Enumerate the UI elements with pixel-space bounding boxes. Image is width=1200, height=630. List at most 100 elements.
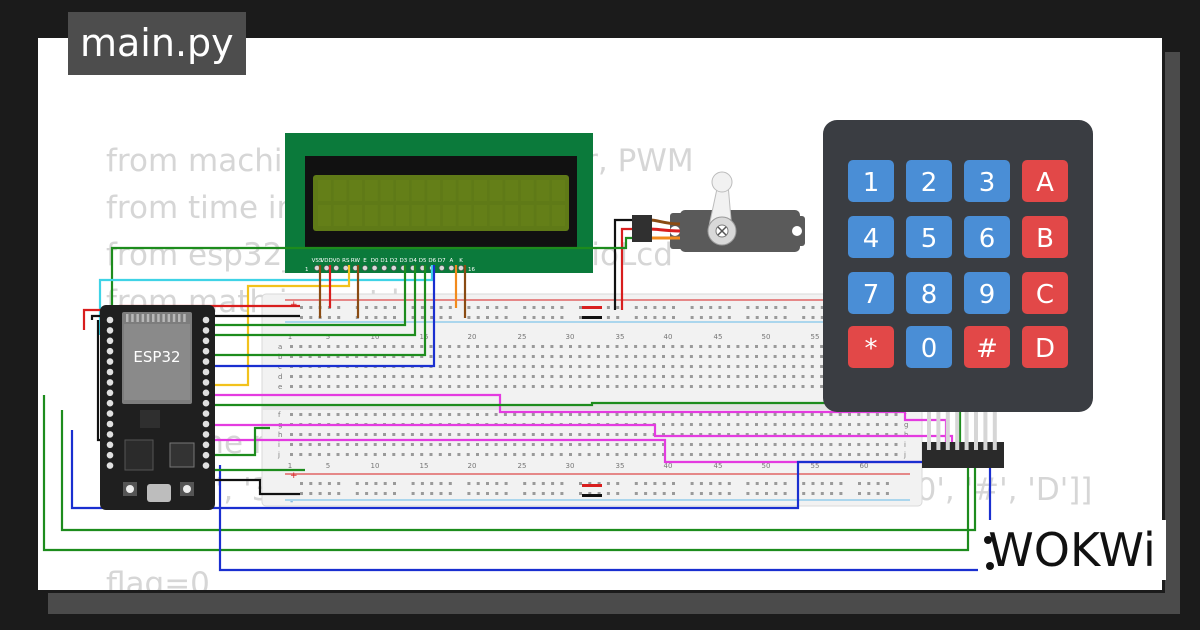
breadboard-column-number: 30 [566, 333, 575, 341]
lcd-pin-number: 16 [468, 267, 475, 273]
breadboard-column-number: 1 [288, 462, 292, 470]
keypad-key-1[interactable]: 1 [848, 160, 894, 202]
breadboard-column-number: 50 [762, 462, 771, 470]
keypad-key-label: B [1036, 224, 1054, 254]
lcd-pin-label: D6 [428, 258, 436, 264]
breadboard-column-number: 10 [371, 462, 380, 470]
keypad-key-2[interactable]: 2 [906, 160, 952, 202]
breadboard-column-number: 5 [326, 333, 330, 341]
lcd-pin-label: K [459, 258, 463, 264]
lcd-pin-number: 1 [305, 267, 309, 273]
keypad-key-0[interactable]: 0 [906, 326, 952, 368]
breadboard-column-number: 35 [616, 333, 625, 341]
lcd-pin-label: VSS [312, 258, 323, 264]
file-tab[interactable]: main.py [68, 12, 246, 75]
breadboard-column-number: 35 [616, 462, 625, 470]
breadboard-column-number: 40 [664, 462, 673, 470]
logo-dot-icon [986, 562, 994, 570]
breadboard-row-label: e [278, 383, 282, 391]
keypad-key-3[interactable]: 3 [964, 160, 1010, 202]
keypad-key-label: 9 [979, 280, 996, 310]
lcd-pin-label: RS [342, 258, 350, 264]
breadboard-column-number: 45 [714, 462, 723, 470]
breadboard-row-label: f [278, 411, 281, 419]
keypad-key-7[interactable]: 7 [848, 272, 894, 314]
keypad-key-label: 7 [863, 280, 880, 310]
breadboard-row-label: d [278, 373, 282, 381]
keypad-key-label: A [1036, 168, 1054, 198]
lcd-pin-label: A [450, 258, 454, 264]
breadboard-column-number: 10 [371, 333, 380, 341]
lcd-pin-label: E [363, 258, 367, 264]
breadboard-column-number: 40 [664, 333, 673, 341]
esp32-label: ESP32 [133, 348, 180, 366]
breadboard-column-number: 55 [811, 462, 820, 470]
keypad-key-4[interactable]: 4 [848, 216, 894, 258]
breadboard-row-label: j [277, 451, 280, 459]
keypad-key-9[interactable]: 9 [964, 272, 1010, 314]
lcd-pin-label: V0 [333, 258, 341, 264]
breadboard-column-number: 25 [518, 333, 527, 341]
keypad-key-8[interactable]: 8 [906, 272, 952, 314]
lcd-pin-label: RW [351, 258, 361, 264]
breadboard-row-label: a [278, 343, 282, 351]
keypad-key-label: 1 [863, 168, 880, 198]
keypad-key-B[interactable]: B [1022, 216, 1068, 258]
keypad-key-#[interactable]: # [964, 326, 1010, 368]
breadboard-column-number: 60 [860, 462, 869, 470]
code-line: flag=0 [106, 566, 210, 593]
breadboard-row-label: h [278, 431, 282, 439]
keypad-key-label: 2 [921, 168, 938, 198]
breadboard[interactable]: 1155101015152020252530303535404045455050… [261, 293, 923, 507]
keypad-key-*[interactable]: * [848, 326, 894, 368]
keypad-key-label: D [1035, 334, 1055, 364]
breadboard-row-label: g [904, 421, 908, 429]
keypad-key-6[interactable]: 6 [964, 216, 1010, 258]
keypad-key-label: 8 [921, 280, 938, 310]
logo-dot-icon [984, 536, 992, 544]
lcd-pin-label: VDD [320, 258, 332, 264]
rail-polarity-label: + [290, 471, 298, 481]
breadboard-row-label: b [278, 353, 283, 361]
breadboard-column-number: 30 [566, 462, 575, 470]
keypad-key-label: * [865, 334, 878, 364]
breadboard-column-number: 55 [811, 333, 820, 341]
logo-background [978, 520, 1166, 580]
keypad-key-label: # [976, 334, 998, 364]
lcd-pin-label: D5 [419, 258, 427, 264]
breadboard-column-number: 25 [518, 462, 527, 470]
keypad-key-label: C [1036, 280, 1054, 310]
keypad-key-label: 4 [863, 224, 880, 254]
breadboard-column-number: 45 [714, 333, 723, 341]
keypad-key-label: 5 [921, 224, 938, 254]
breadboard-row-label: j [903, 451, 906, 459]
esp32-board[interactable]: ESP32 [100, 305, 215, 510]
keypad-key-D[interactable]: D [1022, 326, 1068, 368]
breadboard-row-label: i [278, 441, 280, 449]
keypad-key-C[interactable]: C [1022, 272, 1068, 314]
breadboard-column-number: 20 [468, 462, 477, 470]
servo-motor[interactable] [632, 171, 805, 252]
keypad-key-label: 0 [921, 334, 938, 364]
breadboard-column-number: 5 [326, 462, 330, 470]
breadboard-row-label: i [904, 441, 906, 449]
lcd-pin-label: D1 [380, 258, 388, 264]
breadboard-column-number: 20 [468, 333, 477, 341]
keypad-key-5[interactable]: 5 [906, 216, 952, 258]
breadboard-column-number: 50 [762, 333, 771, 341]
rail-polarity-label: - [290, 497, 293, 507]
breadboard-column-number: 15 [420, 462, 429, 470]
lcd-pin-label: D4 [409, 258, 417, 264]
wokwi-logo: WOKWi [988, 523, 1155, 577]
lcd-pin-label: D7 [438, 258, 446, 264]
lcd-pin-label: D0 [371, 258, 379, 264]
lcd-pin-label: D3 [400, 258, 408, 264]
keypad-key-A[interactable]: A [1022, 160, 1068, 202]
breadboard-column-number: 1 [288, 333, 292, 341]
wires [42, 218, 992, 572]
lcd-pin-label: D2 [390, 258, 398, 264]
keypad-key-label: 3 [979, 168, 996, 198]
